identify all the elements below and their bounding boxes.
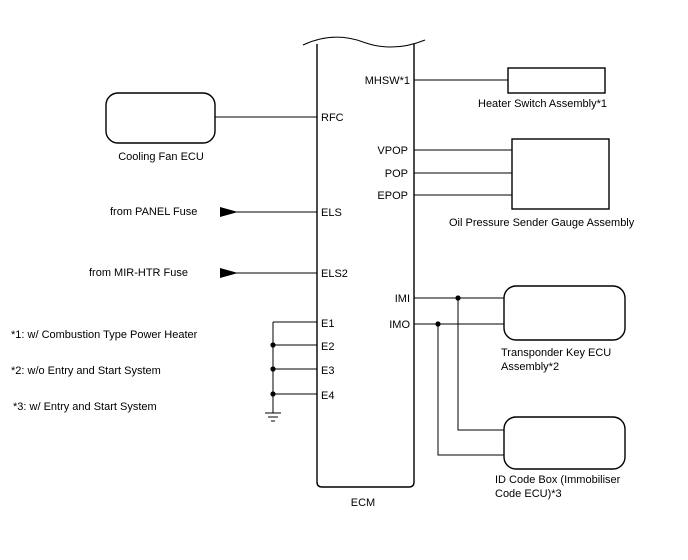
pin-els: ELS	[321, 207, 342, 219]
pin-e3: E3	[321, 365, 334, 377]
pin-e4: E4	[321, 390, 334, 402]
els2-arrow-icon	[220, 268, 238, 278]
ground-junction-e2	[270, 342, 276, 348]
transponder-key-ecu-box	[503, 285, 626, 341]
pin-pop: POP	[385, 168, 408, 180]
panel-fuse-label: from PANEL Fuse	[110, 206, 197, 218]
id-code-box-label-1: ID Code Box (Immobiliser	[495, 474, 621, 486]
pin-els2: ELS2	[321, 268, 348, 280]
imi-branch-wire	[457, 298, 504, 431]
id-code-box-label-2: Code ECU)*3	[495, 488, 562, 500]
imo-branch-wire	[437, 324, 504, 456]
transponder-key-ecu-label-1: Transponder Key ECU	[501, 347, 611, 359]
els-arrow-icon	[220, 207, 238, 217]
ground-icon	[265, 412, 281, 422]
pin-epop: EPOP	[377, 190, 408, 202]
pin-e1: E1	[321, 318, 334, 330]
heater-switch-label: Heater Switch Assembly*1	[478, 98, 607, 110]
pin-e2: E2	[321, 341, 334, 353]
ecm-label: ECM	[351, 497, 375, 509]
note-1: *1: w/ Combustion Type Power Heater	[11, 329, 198, 341]
id-code-box	[503, 416, 626, 470]
pin-imo: IMO	[389, 319, 410, 331]
heater-switch-box	[507, 67, 606, 94]
cooling-fan-ecu-label: Cooling Fan ECU	[118, 151, 204, 163]
oil-pressure-box	[511, 138, 610, 210]
ground-junction-e4	[270, 391, 276, 397]
note-3: *3: w/ Entry and Start System	[13, 401, 157, 413]
transponder-key-ecu-label-2: Assembly*2	[501, 361, 559, 373]
pin-imi: IMI	[395, 293, 410, 305]
pin-rfc: RFC	[321, 112, 344, 124]
pin-vpop: VPOP	[377, 145, 408, 157]
ground-junction-e3	[270, 366, 276, 372]
pin-mhsw: MHSW*1	[365, 75, 410, 87]
ecm-break-line	[302, 36, 426, 48]
mir-htr-fuse-label: from MIR-HTR Fuse	[89, 267, 188, 279]
note-2: *2: w/o Entry and Start System	[11, 365, 161, 377]
cooling-fan-ecu-box	[105, 92, 216, 144]
oil-pressure-label: Oil Pressure Sender Gauge Assembly	[449, 217, 635, 229]
ecm-body	[316, 44, 415, 488]
